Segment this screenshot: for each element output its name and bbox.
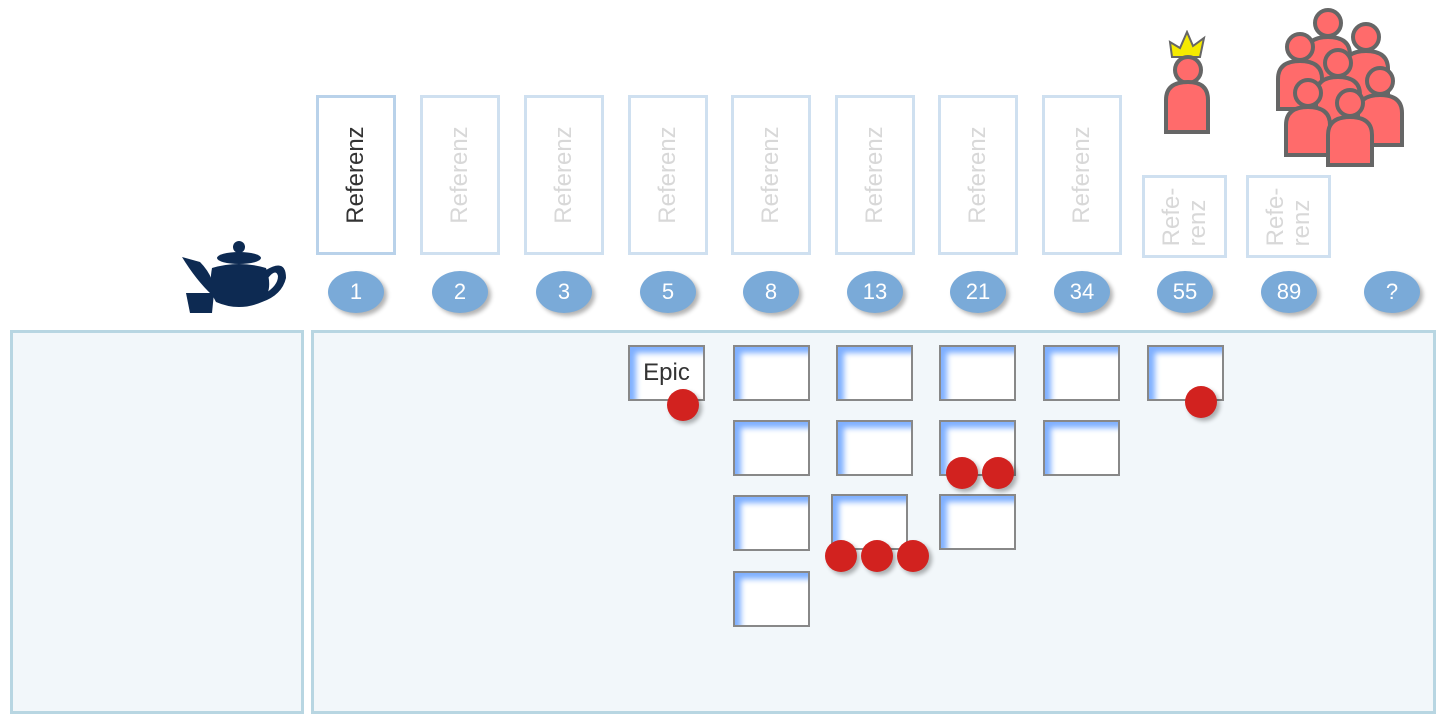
reference-label: Refe- renz <box>1157 187 1211 246</box>
product-owner-king-icon <box>1164 30 1210 134</box>
team-people-icon <box>1276 8 1404 167</box>
estimate-value-5[interactable]: 5 <box>640 271 696 313</box>
story-card[interactable] <box>733 571 810 627</box>
red-dot-marker[interactable] <box>897 540 929 572</box>
reference-label: Referenz <box>550 126 577 224</box>
reference-card-13[interactable]: Referenz <box>835 95 915 255</box>
estimate-value-3[interactable]: 3 <box>536 271 592 313</box>
estimate-value-8[interactable]: 8 <box>743 271 799 313</box>
story-card[interactable] <box>1043 345 1120 401</box>
reference-card-55[interactable]: Refe- renz <box>1142 175 1227 258</box>
reference-label: Referenz <box>861 126 888 224</box>
reference-label: Referenz <box>654 126 681 224</box>
parking-lot-panel[interactable] <box>10 330 304 714</box>
reference-card-2[interactable]: Referenz <box>420 95 500 255</box>
estimate-value-2[interactable]: 2 <box>432 271 488 313</box>
red-dot-marker[interactable] <box>825 540 857 572</box>
story-card[interactable] <box>733 420 810 476</box>
reference-label: Referenz <box>964 126 991 224</box>
red-dot-marker[interactable] <box>667 389 699 421</box>
estimate-value-13[interactable]: 13 <box>847 271 903 313</box>
estimate-value-55[interactable]: 55 <box>1157 271 1213 313</box>
reference-card-34[interactable]: Referenz <box>1042 95 1122 255</box>
red-dot-marker[interactable] <box>1185 386 1217 418</box>
reference-label: Referenz <box>446 126 473 224</box>
estimate-value-34[interactable]: 34 <box>1054 271 1110 313</box>
story-card[interactable] <box>939 345 1016 401</box>
red-dot-marker[interactable] <box>861 540 893 572</box>
red-dot-marker[interactable] <box>946 457 978 489</box>
reference-label: Referenz <box>757 126 784 224</box>
reference-card-8[interactable]: Referenz <box>731 95 811 255</box>
estimate-value-1[interactable]: 1 <box>328 271 384 313</box>
teapot-icon <box>182 241 286 313</box>
story-card[interactable] <box>836 420 913 476</box>
reference-card-89[interactable]: Refe- renz <box>1246 175 1331 258</box>
reference-card-5[interactable]: Referenz <box>628 95 708 255</box>
red-dot-marker[interactable] <box>982 457 1014 489</box>
story-card[interactable] <box>836 345 913 401</box>
estimate-value-89[interactable]: 89 <box>1261 271 1317 313</box>
reference-label: Referenz <box>342 126 369 224</box>
reference-label: Refe- renz <box>1261 187 1315 246</box>
reference-card-3[interactable]: Referenz <box>524 95 604 255</box>
estimate-value-unknown[interactable]: ? <box>1364 271 1420 313</box>
reference-card-21[interactable]: Referenz <box>938 95 1018 255</box>
estimate-value-21[interactable]: 21 <box>950 271 1006 313</box>
reference-card-1[interactable]: Referenz <box>316 95 396 255</box>
story-card[interactable] <box>1043 420 1120 476</box>
reference-label: Referenz <box>1068 126 1095 224</box>
story-card[interactable] <box>733 345 810 401</box>
story-card[interactable] <box>939 494 1016 550</box>
story-card[interactable] <box>733 495 810 551</box>
